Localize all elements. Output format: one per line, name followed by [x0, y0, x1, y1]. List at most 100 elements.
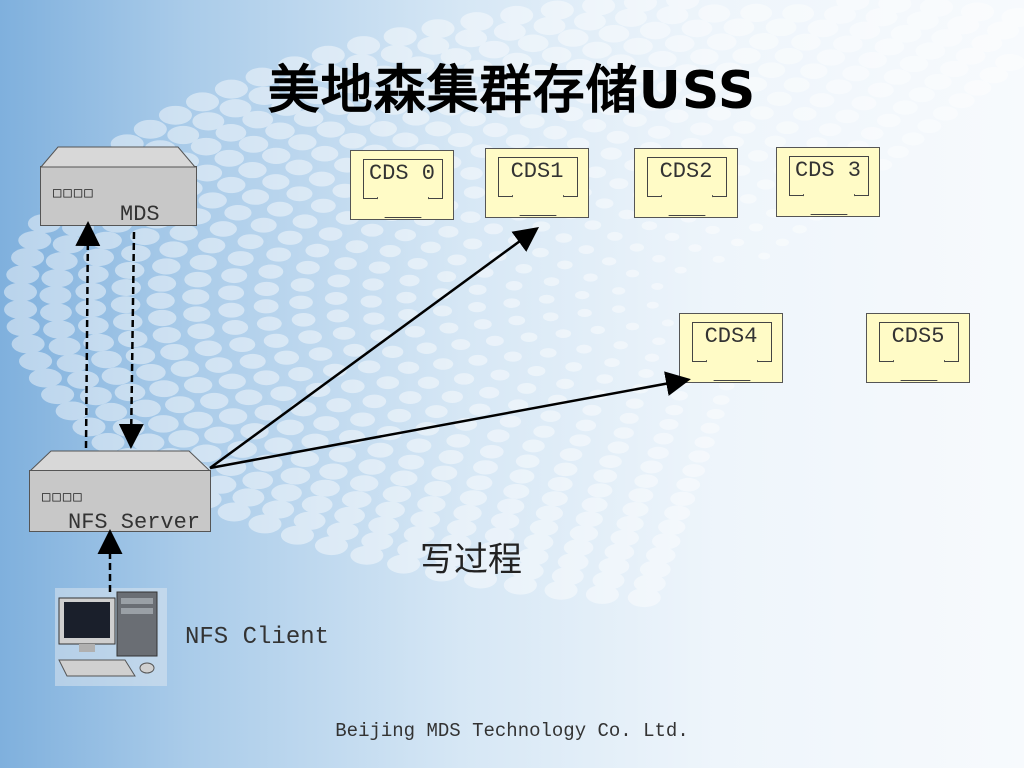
nfs-client-label: NFS Client — [185, 624, 330, 651]
decorative-dot — [170, 360, 200, 377]
decorative-dot — [187, 323, 215, 340]
decorative-dot — [623, 113, 647, 127]
decorative-dot — [706, 408, 725, 420]
decorative-dot — [308, 171, 335, 187]
decorative-dot — [674, 266, 687, 274]
decorative-dot — [218, 408, 248, 425]
decorative-dot — [583, 273, 598, 282]
decorative-dot — [130, 228, 160, 246]
cds-label: CDS5 — [891, 324, 945, 349]
decorative-dot — [741, 76, 768, 92]
decorative-dot — [825, 79, 852, 95]
decorative-dot — [274, 350, 300, 365]
decorative-dot — [517, 34, 549, 53]
decorative-dot — [522, 439, 545, 453]
decorative-dot — [775, 238, 789, 247]
decorative-dot — [865, 8, 898, 27]
decorative-dot — [147, 275, 177, 292]
decorative-dot — [214, 149, 245, 167]
decorative-dot — [563, 539, 594, 557]
decorative-dot — [396, 291, 417, 304]
decorative-dot — [190, 444, 222, 463]
decorative-dot — [601, 257, 617, 266]
decorative-dot — [706, 33, 737, 51]
decorative-dot — [298, 330, 322, 344]
footer-company: Beijing MDS Technology Co. Ltd. — [335, 720, 689, 742]
decorative-dot — [995, 53, 1024, 71]
decorative-dot — [421, 19, 455, 39]
decorative-dot — [332, 326, 356, 340]
decorative-dot — [581, 497, 608, 513]
decorative-dot — [41, 269, 74, 288]
decorative-dot — [148, 415, 179, 433]
decorative-dot — [345, 240, 369, 254]
decorative-dot — [680, 137, 703, 151]
decorative-dot — [639, 96, 665, 111]
decorative-dot — [460, 211, 481, 223]
decorative-dot — [472, 555, 505, 575]
decorative-dot — [245, 67, 279, 87]
decorative-dot — [293, 511, 326, 530]
decorative-dot — [229, 337, 256, 353]
decorative-dot — [653, 432, 674, 445]
decorative-dot — [948, 93, 975, 109]
decorative-dot — [328, 446, 356, 463]
decorative-dot — [707, 106, 731, 121]
decorative-dot — [324, 98, 355, 115]
decorative-dot — [158, 105, 192, 125]
decorative-dot — [698, 77, 725, 93]
decorative-dot — [11, 334, 45, 354]
decorative-dot — [324, 291, 348, 305]
decorative-dot — [809, 93, 835, 108]
decorative-dot — [479, 386, 500, 399]
decorative-dot — [379, 244, 401, 258]
decorative-dot — [288, 134, 317, 151]
decorative-dot — [45, 252, 78, 271]
decorative-dot — [11, 248, 45, 267]
decorative-dot — [557, 29, 589, 47]
decorative-dot — [368, 261, 391, 274]
decorative-dot — [555, 233, 573, 243]
decorative-dot — [343, 343, 366, 357]
nfs-server-status-leds: □□□□ — [42, 489, 84, 505]
decorative-dot — [515, 263, 533, 274]
decorative-dot — [431, 465, 458, 481]
decorative-dot — [582, 0, 616, 16]
decorative-dot — [349, 475, 379, 492]
decorative-dot — [183, 376, 213, 394]
decorative-dot — [146, 292, 175, 309]
decorative-dot — [646, 301, 659, 309]
decorative-dot — [792, 225, 807, 234]
process-caption: 写过程 — [420, 540, 522, 580]
decorative-dot — [425, 121, 452, 137]
decorative-dot — [613, 427, 634, 439]
decorative-dot — [688, 244, 702, 252]
decorative-dot — [382, 486, 412, 503]
decorative-dot — [459, 111, 486, 127]
decorative-dot — [890, 24, 922, 43]
cds-label: CDS1 — [510, 159, 564, 184]
decorative-dot — [308, 347, 333, 361]
decorative-dot — [961, 2, 995, 22]
cds-label: CDS 0 — [368, 161, 435, 186]
decorative-dot — [279, 75, 312, 94]
decorative-dot — [318, 227, 343, 241]
decorative-dot — [468, 354, 488, 366]
decorative-dot — [631, 67, 659, 83]
decorative-dot — [169, 224, 198, 241]
decorative-dot — [40, 303, 72, 322]
decorative-dot — [490, 369, 510, 381]
decorative-dot — [792, 107, 817, 121]
decorative-dot — [266, 247, 292, 262]
decorative-dot — [39, 286, 72, 305]
decorative-dot — [43, 320, 75, 339]
decorative-dot — [947, 15, 980, 35]
decorative-dot — [527, 365, 546, 377]
decorative-dot — [254, 281, 280, 297]
monitor-screen — [789, 156, 869, 196]
decorative-dot — [647, 125, 671, 139]
decorative-dot — [607, 231, 623, 241]
decorative-dot — [117, 330, 148, 348]
decorative-dot — [634, 474, 659, 488]
decorative-dot — [526, 64, 555, 81]
